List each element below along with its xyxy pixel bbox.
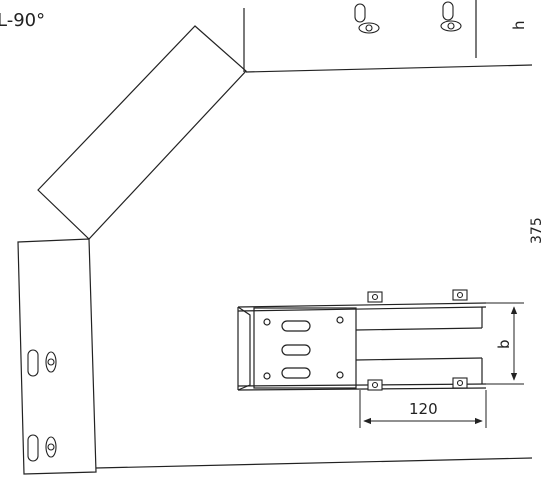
angle-label-text: L-90°	[0, 10, 45, 31]
bolt-icon	[452, 377, 468, 389]
dimension-120	[359, 390, 487, 428]
top-tray-section	[243, 0, 533, 73]
dimension-120-label: 120	[409, 400, 438, 418]
dimension-375-label: 375	[529, 217, 544, 244]
left-tray-section	[17, 238, 533, 475]
fastener-group-top	[354, 1, 462, 34]
connector-bolts	[367, 289, 468, 391]
bolt-icon	[367, 291, 383, 303]
connector-assembly	[237, 302, 487, 391]
dimension-h-label: h	[510, 20, 528, 30]
diagonal-elbow-segment	[37, 25, 247, 240]
dimension-b-label: b	[495, 339, 513, 349]
bolt-icon	[367, 379, 383, 391]
bolt-icon	[452, 289, 468, 301]
fastener-group-left	[27, 349, 57, 462]
dimension-b	[486, 302, 524, 385]
